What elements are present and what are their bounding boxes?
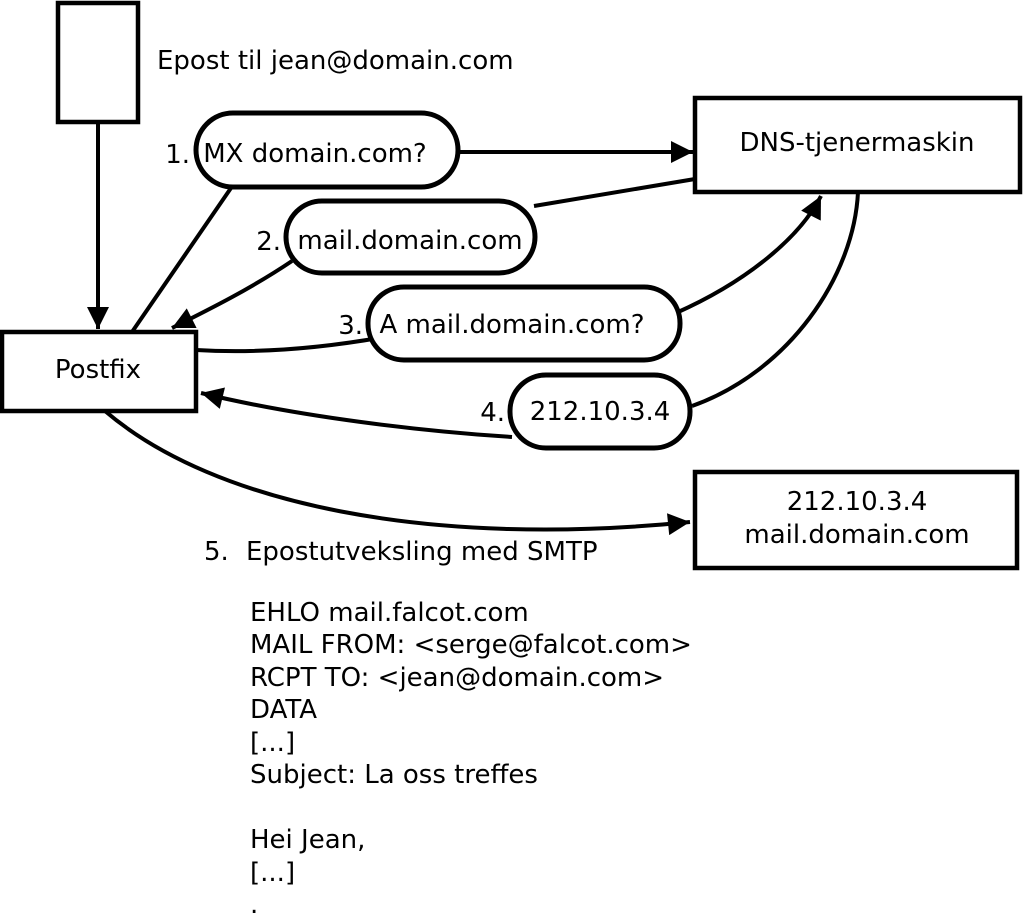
postfix-node: [0, 329, 199, 414]
mx-query-pill: [193, 110, 461, 190]
link-postfix-to-mx-query: [130, 186, 233, 334]
mx-reply-pill: [283, 198, 538, 276]
mail-server-node: [692, 469, 1020, 571]
arrow-a-query-to-dns: [675, 195, 823, 315]
mx-query-label: MX domain.com?: [203, 139, 426, 169]
a-query-pill: [365, 284, 683, 363]
step-5-label: Epostutveksling med SMTP: [246, 537, 598, 567]
arrow-mx-reply-to-postfix: [171, 259, 294, 330]
smtp-line: [...]: [250, 858, 295, 888]
mail-server-hostname: mail.domain.com: [744, 520, 969, 550]
smtp-line: Subject: La oss treffes: [250, 760, 538, 790]
smtp-session-block: EHLO mail.falcot.com MAIL FROM: <serge@f…: [250, 598, 692, 919]
postfix-label: Postfix: [55, 355, 141, 385]
dns-server-node: [692, 95, 1023, 195]
a-query-label: A mail.domain.com?: [380, 310, 645, 340]
mail-server-ip: 212.10.3.4: [787, 487, 928, 517]
a-reply-pill: [507, 372, 693, 451]
step-5-number: 5.: [204, 537, 229, 567]
smtp-line: [...]: [250, 728, 295, 758]
step-3-number: 3.: [338, 311, 363, 341]
arrow-a-reply-to-postfix: [200, 387, 513, 439]
link-postfix-to-a-query: [195, 334, 391, 354]
smtp-line: Hei Jean,: [250, 825, 365, 855]
a-reply-label: 212.10.3.4: [530, 397, 671, 427]
email-note: Epost til jean@domain.com: [157, 46, 514, 76]
smtp-line: MAIL FROM: <serge@falcot.com>: [250, 630, 692, 660]
link-dns-to-a-reply: [691, 191, 860, 408]
message-icon: [55, 0, 141, 125]
link-dns-to-mx-reply: [533, 177, 696, 208]
step-2-number: 2.: [256, 227, 281, 257]
smtp-line: DATA: [250, 695, 317, 725]
smtp-line: EHLO mail.falcot.com: [250, 598, 529, 628]
smtp-line: .: [250, 890, 258, 919]
smtp-line: RCPT TO: <jean@domain.com>: [250, 663, 664, 693]
dns-server-label: DNS-tjenermaskin: [739, 128, 974, 158]
step-1-number: 1.: [165, 140, 190, 170]
mx-reply-label: mail.domain.com: [297, 226, 522, 256]
step-4-number: 4.: [480, 398, 505, 428]
arrow-smtp-to-mail-server: [103, 409, 691, 536]
